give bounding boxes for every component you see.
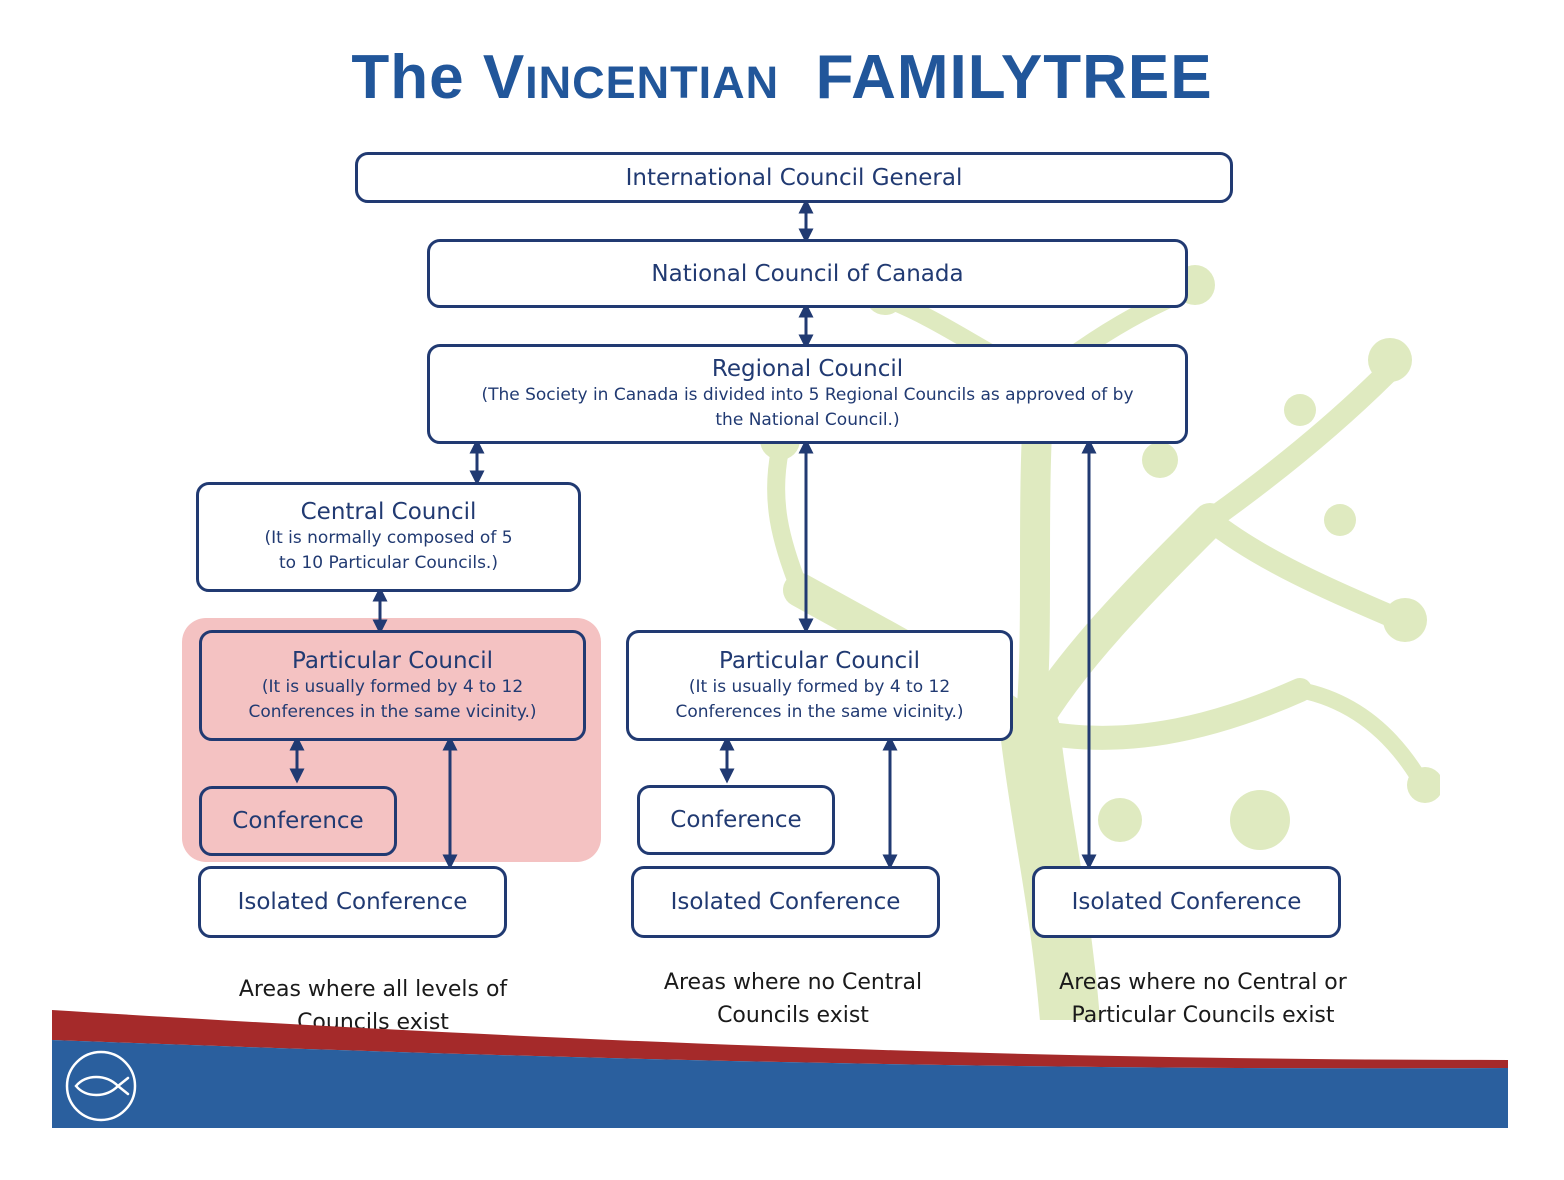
caption-mid: Areas where no Central Councils exist	[663, 970, 923, 1028]
node-conference-left: Conference	[199, 786, 397, 856]
node-label: Particular Council	[719, 647, 920, 674]
node-central-council: Central Council (It is normally composed…	[196, 482, 581, 592]
node-label: Isolated Conference	[1071, 889, 1302, 915]
node-label: Regional Council	[711, 356, 904, 382]
node-particular-council-mid: Particular Council (It is usually formed…	[626, 630, 1013, 741]
node-conference-mid: Conference	[637, 785, 835, 855]
fish-logo-icon	[52, 1046, 150, 1128]
title-v-initial: V	[482, 43, 526, 112]
node-label: National Council of Canada	[651, 260, 964, 287]
node-regional-council: Regional Council (The Society in Canada …	[427, 344, 1188, 444]
node-note: (It is usually formed by 4 to 12 Confere…	[248, 676, 537, 722]
node-national-council: National Council of Canada	[427, 239, 1188, 308]
node-isolated-conference-right: Isolated Conference	[1032, 866, 1341, 938]
node-note: (It is normally composed of 5 to 10 Part…	[264, 528, 513, 573]
node-label: Conference	[670, 807, 802, 833]
title-prefix: The	[351, 43, 483, 112]
title-v-rest: INCENTIAN	[525, 57, 780, 108]
node-label: International Council General	[625, 164, 963, 191]
node-label: Isolated Conference	[670, 889, 901, 915]
node-label: Isolated Conference	[237, 889, 468, 915]
title-suffix: FAMILYTREE	[815, 43, 1213, 112]
node-note: (It is usually formed by 4 to 12 Confere…	[675, 676, 964, 722]
caption-right: Areas where no Central or Particular Cou…	[1059, 970, 1347, 1028]
node-label: Particular Council	[292, 647, 493, 674]
node-international-council: International Council General	[355, 152, 1233, 203]
node-particular-council-left: Particular Council (It is usually formed…	[199, 630, 586, 741]
node-label: Central Council	[300, 499, 477, 525]
page-title: The VINCENTIAN FAMILYTREE	[0, 42, 1564, 113]
node-isolated-conference-left: Isolated Conference	[198, 866, 507, 938]
node-note: (The Society in Canada is divided into 5…	[481, 385, 1134, 430]
footer-band	[52, 1010, 1508, 1128]
node-label: Conference	[232, 808, 364, 834]
node-isolated-conference-mid: Isolated Conference	[631, 866, 940, 938]
